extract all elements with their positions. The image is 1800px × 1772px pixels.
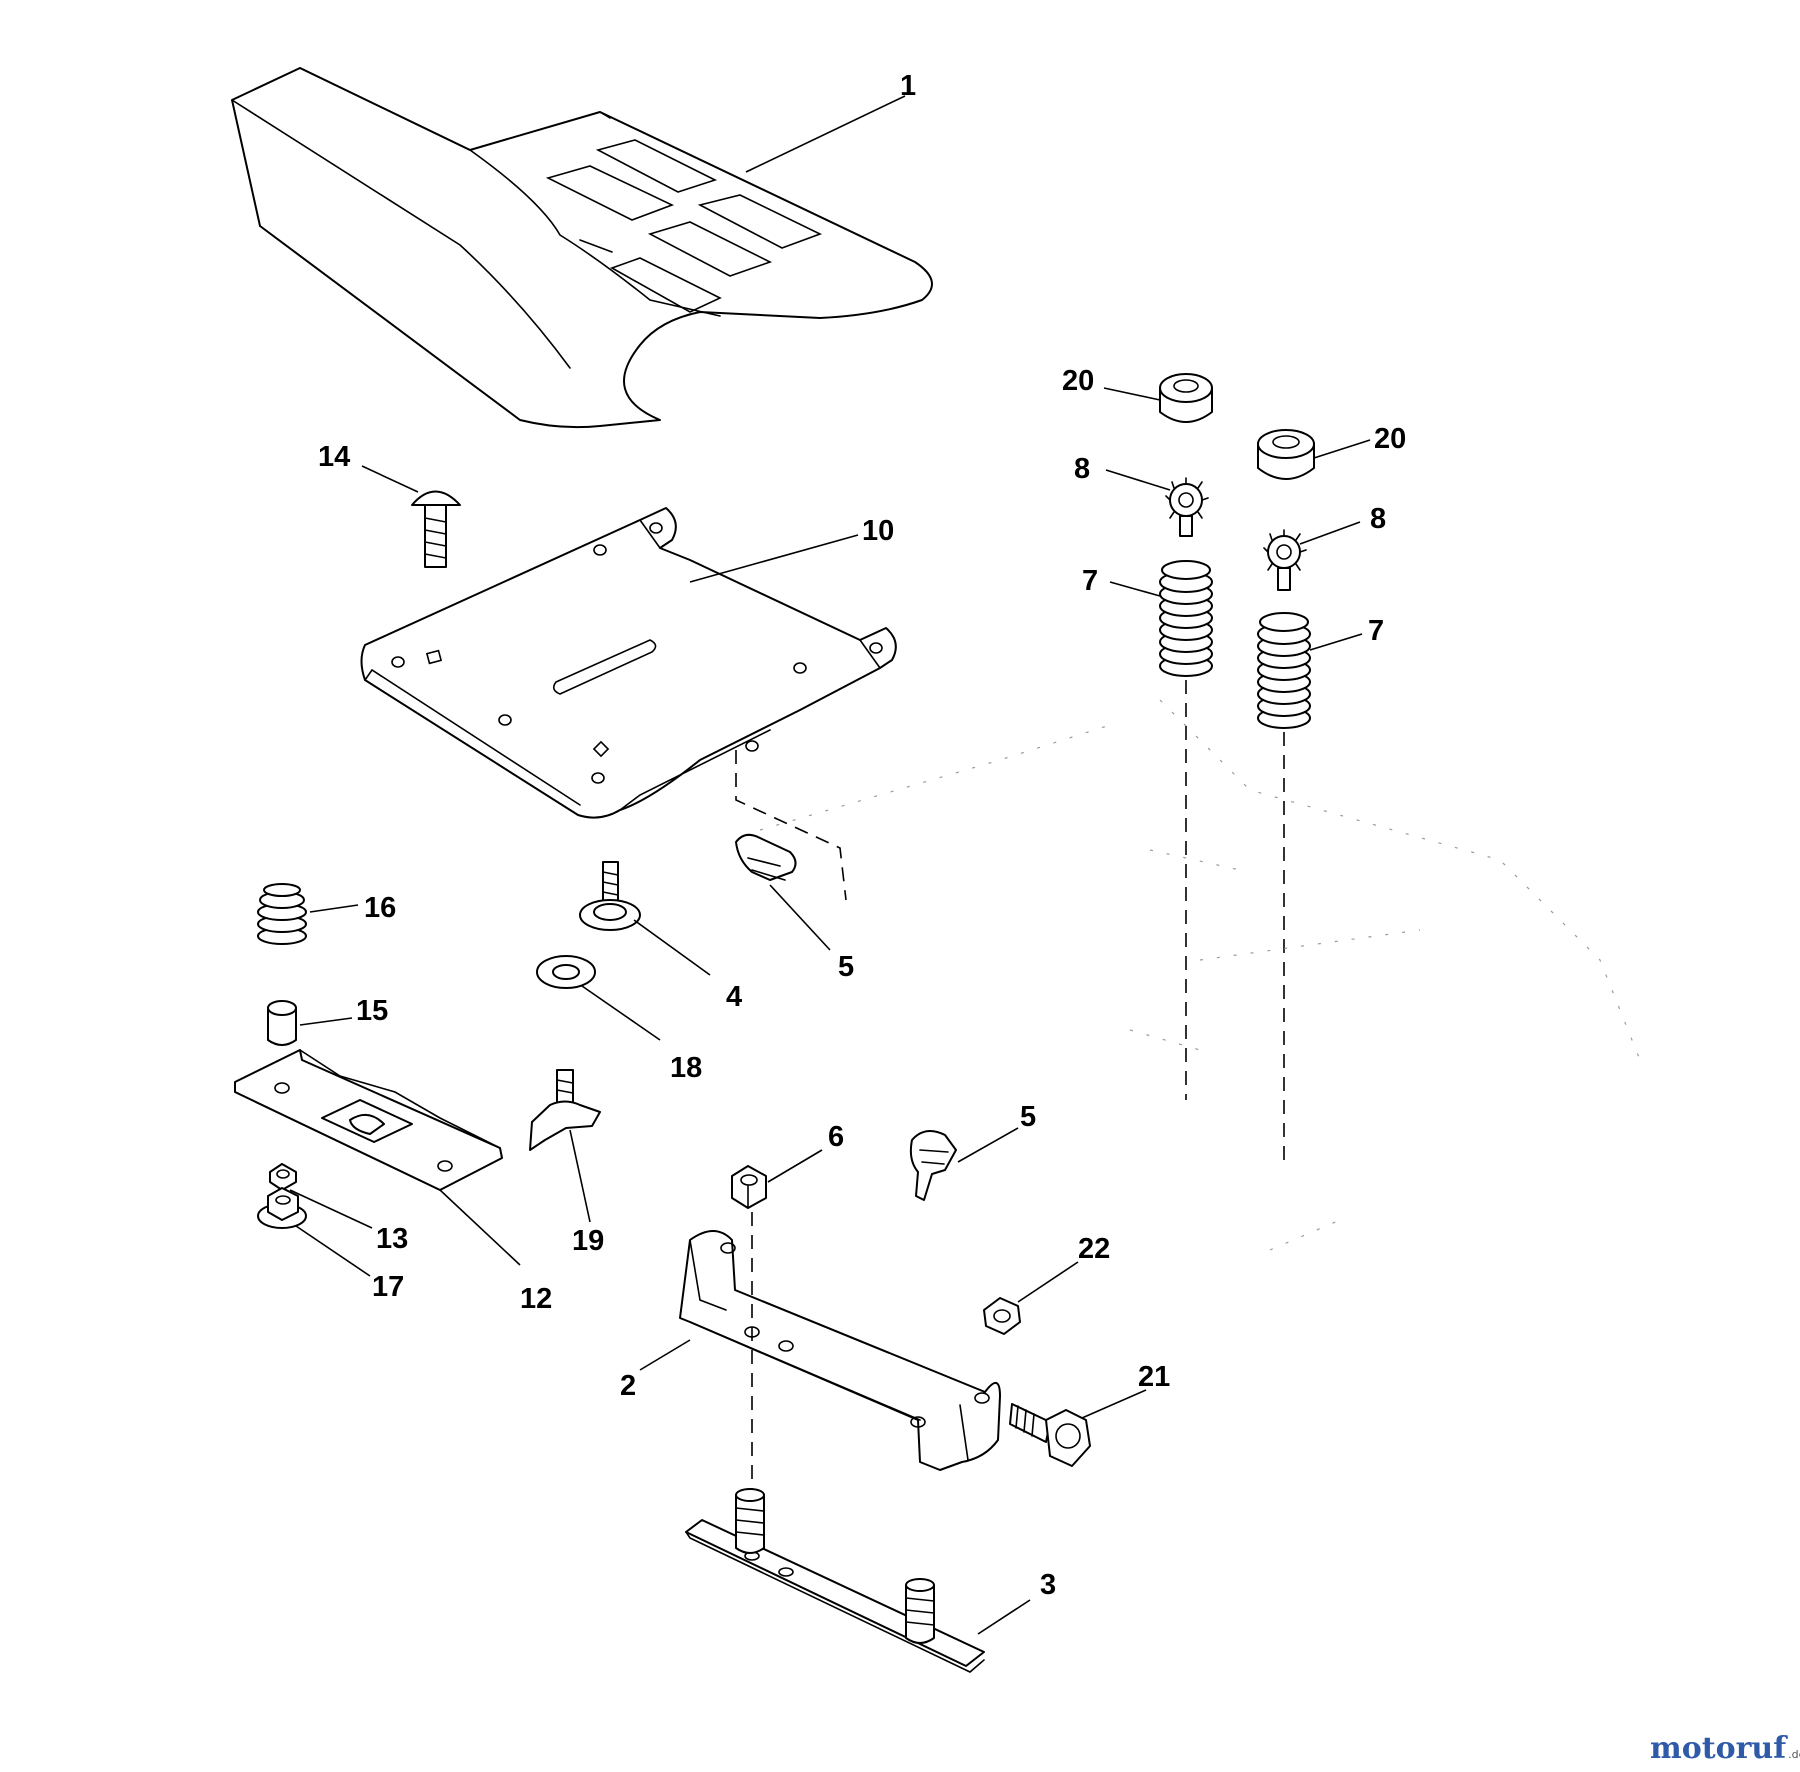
spring-right-part: [1257, 612, 1311, 729]
clip-upper-part: [735, 833, 797, 881]
callout-22: 22: [1078, 1233, 1110, 1265]
callout-3: 3: [1040, 1569, 1056, 1601]
flat-washer-part: [536, 955, 596, 989]
callout-1: 1: [900, 70, 916, 102]
callout-7a: 7: [1082, 565, 1098, 597]
callout-5a: 5: [838, 951, 854, 983]
lock-nut-part: [983, 1297, 1021, 1335]
callout-18: 18: [670, 1052, 702, 1084]
callout-7b: 7: [1368, 615, 1384, 647]
flange-nut-part: [257, 1187, 307, 1229]
seat-part: [231, 67, 933, 429]
hinge-bracket-part: [679, 1230, 1001, 1471]
callout-20b: 20: [1374, 423, 1406, 455]
shoulder-bolt-part: [579, 861, 641, 931]
callout-10: 10: [862, 515, 894, 547]
small-spring-part: [257, 883, 307, 945]
callout-8b: 8: [1370, 503, 1386, 535]
stud-plate-part: [685, 1488, 985, 1673]
callout-19: 19: [572, 1225, 604, 1257]
spacer-left-part: [1159, 373, 1213, 423]
watermark-brand: motoruf.de: [1650, 1731, 1800, 1766]
callout-2: 2: [620, 1370, 636, 1402]
slide-rail-part: [234, 1049, 503, 1191]
seat-pan-part: [360, 507, 897, 819]
callout-8a: 8: [1074, 453, 1090, 485]
screw-left-part: [1165, 477, 1209, 537]
spacer-right-part: [1257, 429, 1315, 480]
callout-12: 12: [520, 1283, 552, 1315]
small-nut-part: [269, 1163, 297, 1191]
screw-right-part: [1263, 529, 1307, 591]
callout-13: 13: [376, 1223, 408, 1255]
callout-17: 17: [372, 1271, 404, 1303]
callout-16: 16: [364, 892, 396, 924]
callout-20a: 20: [1062, 365, 1094, 397]
bushing-part: [267, 1000, 297, 1046]
carriage-bolt-part: [411, 490, 461, 568]
callout-21: 21: [1138, 1361, 1170, 1393]
flange-bolt-part: [1009, 1403, 1091, 1467]
callout-15: 15: [356, 995, 388, 1027]
callout-14: 14: [318, 441, 350, 473]
hex-nut-part: [731, 1165, 767, 1209]
spring-left-part: [1159, 560, 1213, 677]
callout-6: 6: [828, 1121, 844, 1153]
wing-knob-part: [529, 1069, 601, 1151]
callout-5b: 5: [1020, 1101, 1036, 1133]
callout-4: 4: [726, 981, 742, 1013]
clip-lower-part: [909, 1130, 957, 1201]
watermark-logo: motoruf.de: [1650, 1731, 1800, 1766]
